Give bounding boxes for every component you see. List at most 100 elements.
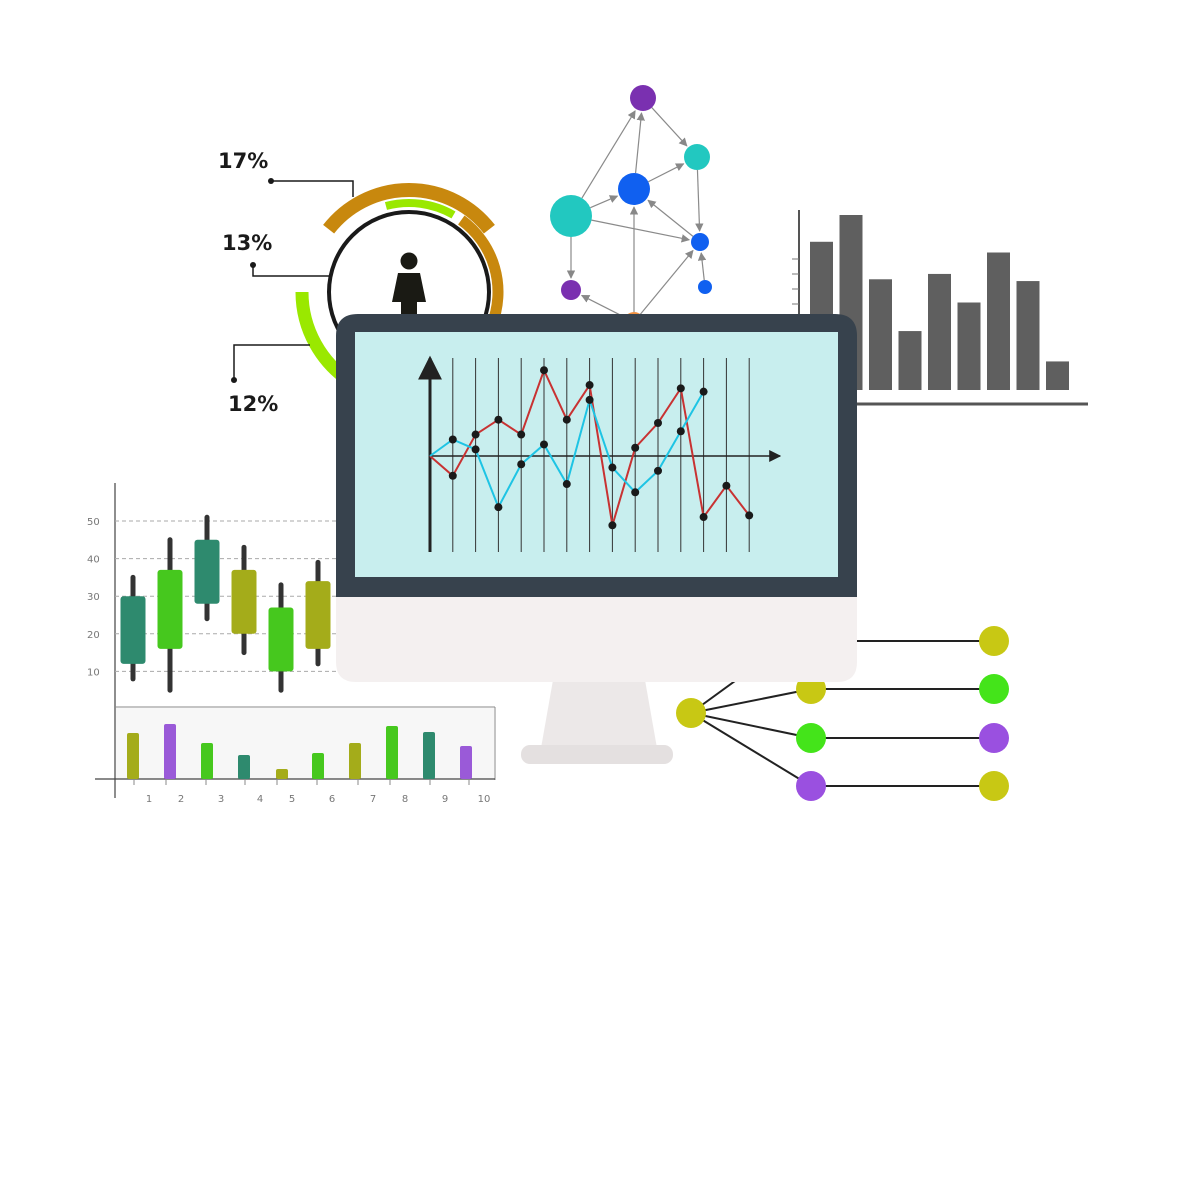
mini-bar-tick-label: 7 — [370, 794, 376, 805]
tree-right-node — [979, 674, 1009, 704]
network-edge — [634, 112, 645, 174]
gray-bar — [898, 331, 922, 390]
candlestick-tick-label: 10 — [87, 667, 100, 678]
candlestick-body — [305, 581, 331, 649]
person-icon — [392, 252, 426, 320]
candlestick-body — [231, 569, 257, 634]
screen-chart-point — [654, 466, 662, 475]
screen-chart-point — [699, 387, 708, 396]
mini-bar-tick-label: 9 — [442, 794, 448, 805]
mini-bar — [127, 733, 139, 779]
candlesticks — [120, 514, 331, 693]
arc-inner-highlight — [384, 199, 456, 219]
network-edge — [590, 195, 619, 209]
percent-label-13: 13% — [222, 231, 272, 255]
mini-bar-tick-label: 8 — [402, 794, 408, 805]
network-node — [550, 195, 592, 237]
mini-bar — [276, 769, 288, 779]
mini-bar-chart — [127, 724, 472, 779]
tree-right-node — [979, 723, 1009, 753]
screen-chart-point — [562, 480, 571, 489]
tree-branch — [690, 712, 812, 739]
screen-chart-point — [631, 488, 640, 497]
mini-bar-tick-label: 1 — [146, 794, 152, 805]
gray-bar — [928, 273, 951, 390]
screen-chart-point — [699, 513, 708, 522]
network-node — [630, 85, 656, 111]
screen-chart-point — [631, 443, 640, 452]
screen-chart-point — [471, 445, 480, 454]
screen-chart-point — [608, 463, 617, 472]
mini-bar-tick-label: 10 — [478, 794, 491, 805]
screen-chart-point — [585, 395, 594, 404]
network-edge — [647, 199, 694, 237]
screen-chart-point — [540, 440, 548, 449]
network-edge — [591, 219, 691, 243]
percent-label-17: 17% — [218, 149, 268, 173]
screen-chart-point — [517, 430, 526, 439]
network-edge — [697, 252, 707, 281]
network-node — [561, 280, 581, 300]
tree-branch — [690, 712, 812, 787]
network-edges — [566, 107, 707, 319]
screen-chart-point — [448, 471, 457, 480]
candlestick-tick-label: 50 — [87, 517, 100, 528]
monitor-stand-neck — [541, 680, 657, 748]
gray-bar — [1016, 281, 1040, 390]
gray-bar — [987, 252, 1010, 390]
network-edge — [580, 294, 626, 319]
mini-bar-tick-label: 4 — [257, 794, 263, 805]
candlestick-tick-label: 20 — [87, 630, 100, 641]
mini-bar — [201, 743, 213, 779]
mini-bar-tick-label: 5 — [289, 794, 295, 805]
screen-chart-point — [540, 366, 548, 375]
network-edge — [651, 107, 688, 147]
screen-chart-point — [517, 460, 526, 469]
screen-chart-point — [654, 419, 662, 427]
tree-left-node — [796, 723, 826, 753]
network-nodes — [550, 85, 712, 332]
leader-line-17 — [271, 180, 354, 197]
tree-branch — [690, 688, 812, 714]
screen-chart-point — [676, 384, 685, 393]
network-edge — [581, 110, 636, 199]
mini-bar-tick-label: 6 — [329, 794, 335, 805]
screen-line-chart — [418, 355, 782, 552]
mini-bar — [238, 755, 250, 779]
network-edge — [695, 169, 704, 232]
network-edge — [647, 163, 685, 183]
leader-dot-13 — [250, 262, 256, 268]
tree-right-node — [979, 626, 1009, 656]
network-node — [618, 173, 650, 205]
screen-chart-point — [448, 435, 457, 444]
mini-bar-tick-label: 3 — [218, 794, 224, 805]
screen-chart-point — [676, 427, 685, 436]
arc-13-percent — [457, 215, 504, 328]
candlestick-tick-label: 40 — [87, 555, 100, 566]
network-graph — [550, 85, 712, 332]
network-node — [691, 233, 709, 251]
mini-bar — [312, 753, 324, 779]
network-edge — [639, 249, 694, 315]
candlestick-body — [268, 607, 294, 672]
mini-bar — [423, 732, 435, 779]
mini-bar — [460, 746, 472, 779]
screen-chart-point — [745, 511, 754, 520]
tree-right-node — [979, 771, 1009, 801]
screen-chart-point — [608, 521, 617, 530]
candlestick-body — [194, 539, 220, 604]
screen-chart-points — [448, 366, 754, 530]
mini-bar — [164, 724, 176, 779]
leader-line-12 — [233, 344, 310, 380]
leader-dot-12 — [231, 377, 237, 383]
candlestick-body — [157, 569, 183, 649]
monitor-stand-base — [521, 745, 673, 764]
screen-chart-point — [494, 415, 503, 424]
candlestick-gridlines — [115, 520, 340, 672]
monitor-screen — [355, 332, 838, 577]
screen-chart-point — [562, 415, 571, 424]
screen-chart-point — [494, 503, 503, 512]
